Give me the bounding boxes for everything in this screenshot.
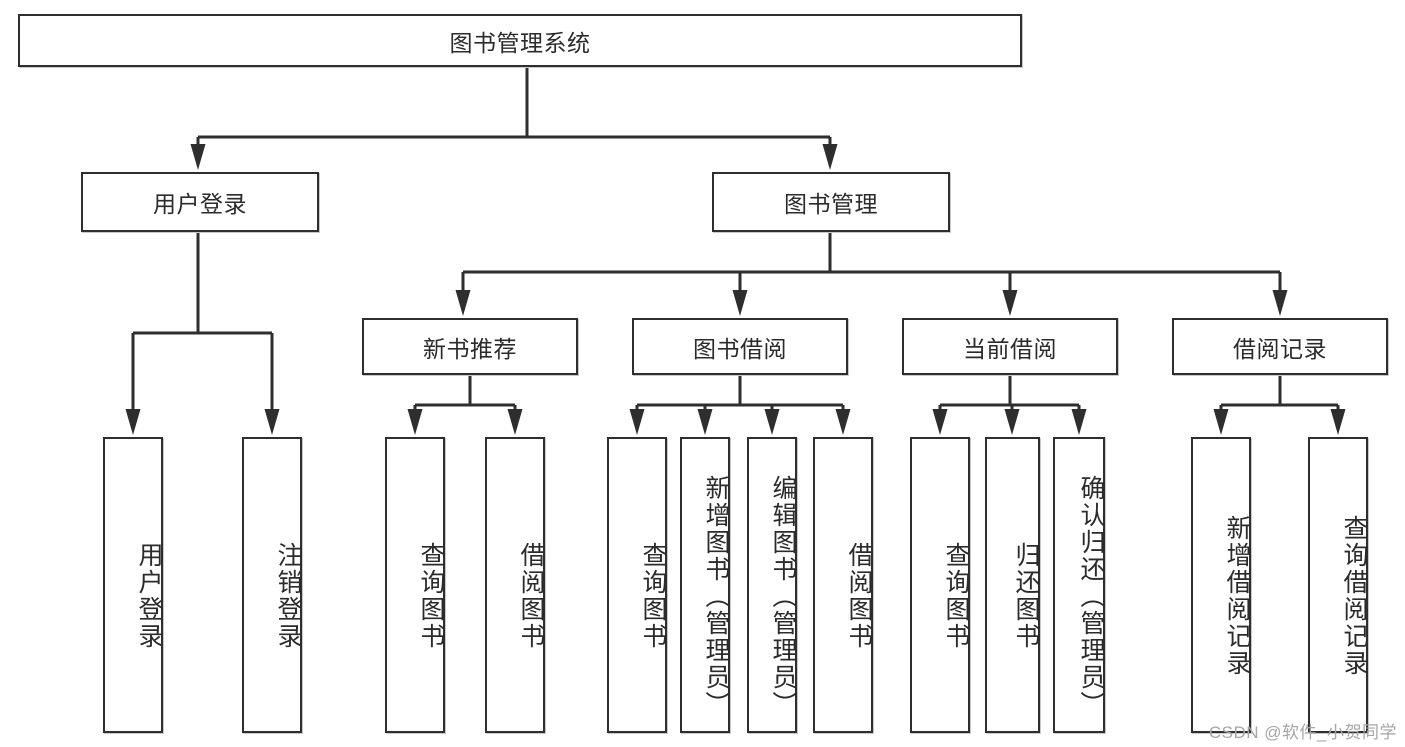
node-label: 查询图书 (942, 542, 970, 650)
connector-book_borrow_arrows-1-head (697, 409, 713, 435)
connector-root_arrows-1-head (822, 144, 838, 170)
connector-new_book_rec_arrows-1-head (507, 409, 523, 435)
node-label: 图书管理 (784, 191, 878, 217)
node-new-book-rec: 新书推荐 (362, 318, 578, 375)
connector-root_arrows-0-head (190, 144, 206, 170)
node-label: 当前借阅 (963, 335, 1057, 362)
node-label: 图书管理系统 (449, 29, 591, 56)
leaf-leaf-query-book-1: 查询图书 (385, 437, 445, 733)
node-label: 查询图书 (639, 542, 667, 650)
connector-book_borrow_arrows-0-head (629, 409, 645, 435)
connector-borrow_record_arrows-1-head (1330, 409, 1346, 435)
node-root: 图书管理系统 (18, 14, 1022, 67)
leaf-leaf-confirm-return: 确认归还（管理员） (1053, 437, 1105, 733)
connector-user_login_arrows-1-head (264, 409, 280, 435)
leaf-leaf-query-book-3: 查询图书 (910, 437, 970, 733)
node-label: 编辑图书（管理员） (769, 474, 797, 718)
connector-user_login_arrows-0-head (125, 409, 141, 435)
node-label: 查询图书 (417, 542, 445, 650)
connector-current_borrow_arrows-1-head (1004, 409, 1020, 435)
node-borrow-record: 借阅记录 (1172, 318, 1388, 375)
connector-new_book_rec_arrows-0-head (407, 409, 423, 435)
leaf-leaf-borrow-book-2: 借阅图书 (813, 437, 873, 733)
node-user-login: 用户登录 (81, 172, 319, 232)
connector-current_borrow_arrows-0-head (932, 409, 948, 435)
node-label: 用户登录 (153, 191, 247, 217)
leaf-leaf-query-record: 查询借阅记录 (1308, 437, 1368, 733)
leaf-leaf-user-login: 用户登录 (103, 437, 163, 733)
connector-book_manage_arrows-0-head (455, 290, 471, 316)
connector-current_borrow_arrows-2-head (1071, 409, 1087, 435)
node-book-manage: 图书管理 (712, 172, 950, 232)
node-label: 确认归还（管理员） (1077, 474, 1105, 718)
connector-book_borrow_arrows-3-head (835, 409, 851, 435)
leaf-leaf-query-book-2: 查询图书 (607, 437, 667, 733)
node-label: 借阅记录 (1233, 335, 1327, 362)
connector-book_manage_arrows-3-head (1272, 290, 1288, 316)
leaf-leaf-return-book: 归还图书 (985, 437, 1040, 733)
leaf-leaf-add-record: 新增借阅记录 (1191, 437, 1251, 733)
connector-book_manage_arrows-1-head (732, 290, 748, 316)
node-label: 图书借阅 (693, 335, 787, 362)
watermark: CSDN @软件_小贺同学 (1208, 723, 1397, 742)
node-label: 新书推荐 (423, 335, 517, 362)
leaf-leaf-edit-book: 编辑图书（管理员） (747, 437, 797, 733)
node-label: 注销登录 (274, 542, 302, 650)
leaf-leaf-user-logout: 注销登录 (242, 437, 302, 733)
connector-book_manage_arrows-2-head (1002, 290, 1018, 316)
leaf-leaf-borrow-book-1: 借阅图书 (485, 437, 545, 733)
connector-book_borrow_arrows-2-head (764, 409, 780, 435)
node-label: 用户登录 (135, 542, 163, 650)
node-label: 新增借阅记录 (1223, 515, 1251, 677)
node-label: 归还图书 (1012, 542, 1040, 650)
node-book-borrow: 图书借阅 (632, 318, 848, 375)
connector-borrow_record_arrows-0-head (1213, 409, 1229, 435)
node-label: 新增图书（管理员） (702, 474, 730, 718)
leaf-leaf-add-book: 新增图书（管理员） (680, 437, 730, 733)
node-label: 查询借阅记录 (1340, 515, 1368, 677)
node-label: 借阅图书 (517, 542, 545, 650)
node-label: 借阅图书 (845, 542, 873, 650)
node-current-borrow: 当前借阅 (902, 318, 1118, 375)
